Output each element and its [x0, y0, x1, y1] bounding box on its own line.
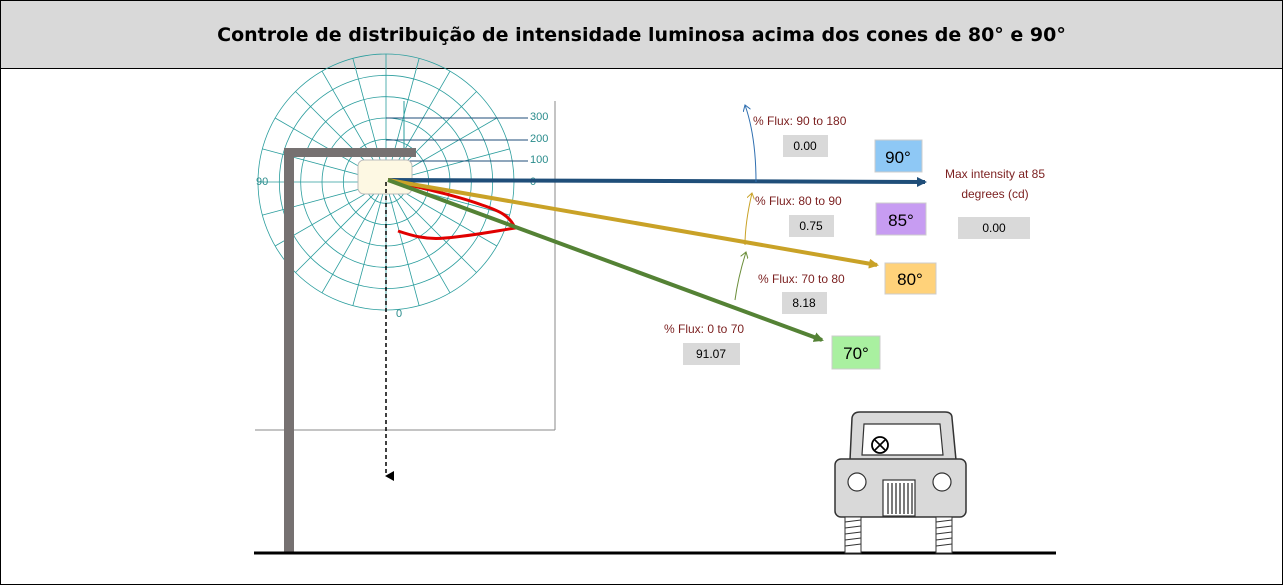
- header-bar: Controle de distribuição de intensidade …: [1, 1, 1282, 69]
- lamp-icon: [357, 159, 413, 195]
- cone-90-box: [874, 139, 923, 173]
- flux-0-70-value: 91.07: [696, 347, 726, 361]
- polar-spoke: [385, 181, 477, 273]
- left-border: [0, 68, 1, 585]
- polar-chart: 300 200 100 0 90 0: [255, 53, 556, 431]
- ring-label-300: 300: [530, 111, 548, 123]
- max-intensity-label-2: degrees (cd): [961, 187, 1028, 201]
- polar-spoke: [352, 181, 387, 306]
- steering-wheel-icon: [871, 436, 889, 454]
- arc-80-90: [744, 193, 752, 246]
- cone-85-label: 85°: [888, 211, 914, 230]
- angle-label-0: 0: [396, 308, 402, 320]
- max-intensity-label-1: Max intensity at 85: [945, 167, 1045, 181]
- flux-80-90-value: 0.75: [799, 219, 823, 233]
- flux-90-180-box: [783, 135, 828, 157]
- cone-70-box: [831, 335, 881, 370]
- angle-label-90: 90: [256, 176, 268, 188]
- ray-90: [387, 176, 927, 187]
- cone-90-label: 90°: [885, 148, 911, 167]
- pole-arm: [284, 148, 416, 157]
- car-icon: [834, 411, 967, 554]
- pole-vertical: [284, 148, 294, 553]
- cone-80-box: [884, 262, 937, 295]
- flux-80-90-label: % Flux: 80 to 90: [755, 194, 842, 208]
- flux-90-180-label: % Flux: 90 to 180: [753, 114, 847, 128]
- light-pole: [284, 148, 416, 553]
- flux-90-180-value: 0.00: [793, 139, 817, 153]
- flux-0-70-label: % Flux: 0 to 70: [664, 322, 744, 336]
- arc-90-180: [745, 105, 757, 183]
- polar-spoke: [321, 181, 387, 294]
- flux-70-80-label: % Flux: 70 to 80: [758, 272, 845, 286]
- page-title: Controle de distribuição de intensidade …: [217, 23, 1066, 46]
- flux-0-70-box: [683, 343, 740, 365]
- ring-label-100: 100: [530, 154, 548, 166]
- cone-70-label: 70°: [843, 344, 869, 363]
- cone-80-label: 80°: [897, 270, 923, 289]
- ring-label-200: 200: [530, 133, 548, 145]
- polar-spoke: [295, 181, 387, 273]
- flux-80-90-box: [789, 215, 834, 237]
- max-intensity-value: 0.00: [982, 221, 1006, 235]
- cone-85-box: [875, 202, 927, 236]
- ray-80: [387, 178, 879, 269]
- ray-70: [387, 178, 824, 342]
- max-intensity-box: [958, 217, 1030, 239]
- flux-70-80-value: 8.18: [792, 296, 816, 310]
- arc-70-80: [734, 252, 746, 301]
- polar-spoke: [385, 181, 420, 306]
- flux-70-80-box: [782, 292, 827, 314]
